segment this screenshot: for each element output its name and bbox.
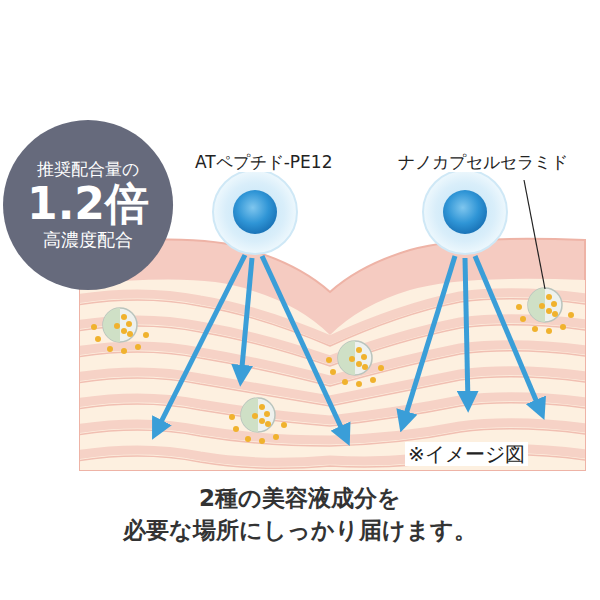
capsule-half (528, 288, 545, 322)
ceramide-dot (264, 411, 270, 417)
ceramide-dot (342, 379, 348, 385)
ceramide-dot (114, 323, 120, 329)
ceramide-dot (259, 418, 265, 424)
ceramide-dot (546, 328, 552, 334)
collagen-fibers (70, 293, 600, 468)
ceramide-dot (233, 426, 239, 432)
ingredient-label: ATペプチド-PE12 (192, 152, 335, 172)
ceramide-dot (229, 414, 235, 420)
ceramide-dot (378, 365, 384, 371)
ceramide-dot (91, 324, 97, 330)
capsule-half (103, 308, 120, 342)
ceramide-dot (362, 364, 368, 370)
ceramide-dot (121, 314, 127, 320)
ceramide-dot (281, 422, 287, 428)
leader-line (524, 180, 545, 289)
delivery-arrows (156, 255, 541, 438)
fiber (70, 423, 600, 440)
sphere-halo (213, 170, 297, 254)
ceramide-dot (259, 404, 265, 410)
ceramide-capsule (229, 398, 287, 444)
ceramide-dot (361, 354, 367, 360)
badge-circle: 推奨配合量の1.2倍高濃度配合 (2, 119, 174, 291)
ceramide-dot (245, 436, 251, 442)
delivery-arrow (241, 258, 252, 378)
ceramide-dot (546, 294, 552, 300)
sphere-core (233, 190, 277, 234)
ceramide-capsule (326, 341, 384, 387)
delivery-arrow (156, 255, 245, 432)
sphere-core (443, 190, 487, 234)
ceramide-dot (259, 438, 265, 444)
ceramide-dot (265, 421, 271, 427)
ceramide-dot (370, 377, 376, 383)
capsule-half (338, 341, 355, 375)
sphere-halo (423, 170, 507, 254)
badge-fill (3, 120, 173, 290)
peptide-sphere (423, 170, 507, 254)
ceramide-dot (126, 321, 132, 327)
ceramide-dot (273, 434, 279, 440)
ceramide-dot (107, 346, 113, 352)
peptide-sphere (213, 170, 297, 254)
ceramide-dot (356, 381, 362, 387)
ceramide-dot (135, 344, 141, 350)
ceramide-dot (95, 336, 101, 342)
ceramide-dot (121, 328, 127, 334)
ceramide-dot (356, 361, 362, 367)
ceramide-capsule (516, 288, 574, 334)
delivery-arrow (465, 258, 468, 404)
ingredient-label: ナノカプセルセラミド (395, 152, 571, 172)
ceramide-dot (568, 312, 574, 318)
ceramide-dot (252, 413, 258, 419)
ceramide-dot (349, 356, 355, 362)
ceramide-dot (356, 347, 362, 353)
delivery-arrow (262, 256, 346, 438)
badge-figure: 1.2倍 (27, 179, 149, 230)
capsule-shell (338, 341, 372, 375)
ceramide-dot (326, 357, 332, 363)
ceramide-dot (560, 324, 566, 330)
ceramide-dot (143, 332, 149, 338)
ceramide-dot (121, 348, 127, 354)
ceramide-dot (330, 369, 336, 375)
ceramide-dot (520, 316, 526, 322)
ceramide-dot (546, 308, 552, 314)
badge-text: 推奨配合量の (37, 160, 139, 180)
delivery-arrow (403, 256, 455, 424)
ceramide-dot (539, 303, 545, 309)
capsule-shell (103, 308, 137, 342)
ceramide-dot (551, 301, 557, 307)
image-note: ※イメージ図 (405, 442, 528, 466)
ceramide-dot (532, 326, 538, 332)
delivery-arrow (475, 256, 541, 412)
capsule-half (241, 398, 258, 432)
ceramide-dot (516, 304, 522, 310)
badge-text: 高濃度配合 (43, 230, 133, 251)
ceramide-dot (127, 331, 133, 337)
capsule-shell (528, 288, 562, 322)
caption: 2種の美容液成分を 必要な場所にしっかり届けます。 (100, 482, 500, 546)
capsule-shell (241, 398, 275, 432)
ceramide-dot (552, 311, 558, 317)
ceramide-capsule (91, 308, 149, 354)
